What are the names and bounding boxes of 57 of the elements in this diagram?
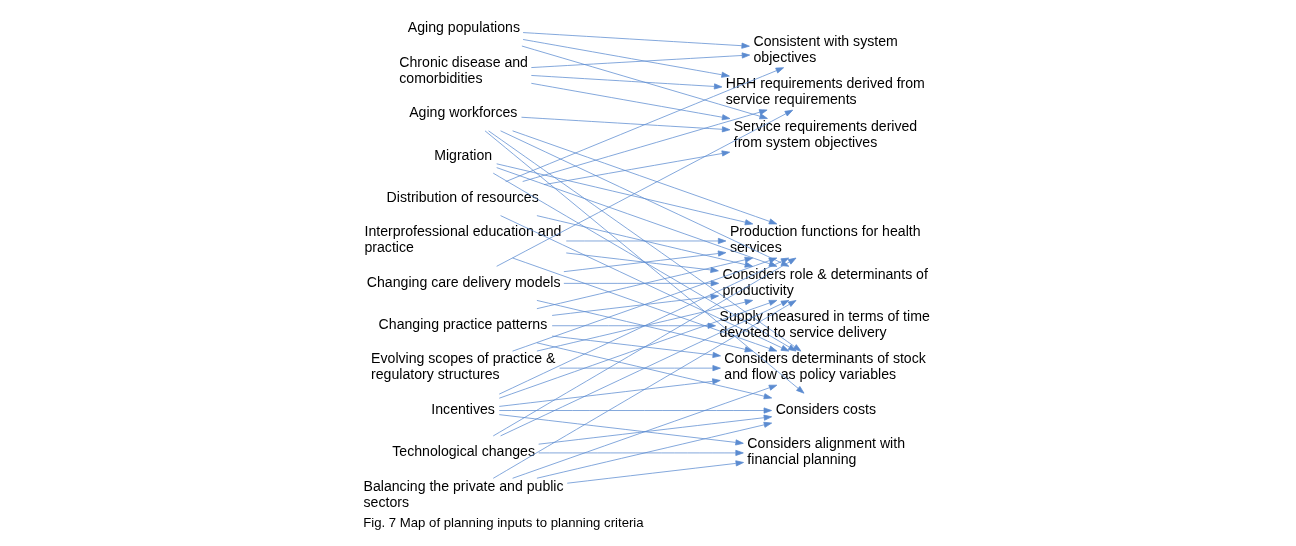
arrow — [543, 150, 731, 186]
arrow — [521, 116, 731, 133]
arrow — [512, 130, 778, 225]
arrow — [521, 45, 768, 120]
arrow — [522, 109, 768, 182]
arrow — [492, 172, 797, 352]
arrow — [512, 384, 778, 479]
arrow — [536, 215, 753, 268]
arrow — [536, 421, 773, 479]
node-text: Production functions for health services — [729, 223, 921, 256]
arrow — [505, 67, 784, 182]
node-text: HRH requirements derived from service requirements — [725, 75, 925, 108]
node-text: Considers role & determinants of productivity — [722, 265, 928, 298]
node-text: Consistent with system objectives — [753, 32, 898, 66]
node-text: Incentives — [431, 400, 495, 417]
node-text: Distribution of resources — [386, 188, 539, 205]
node-text: Considers determinants of stock and flow as policy variables — [724, 350, 926, 383]
node-text: Technological changes — [392, 443, 536, 460]
node-text: Aging populations — [407, 19, 520, 36]
arrow — [536, 342, 773, 400]
arrow — [551, 293, 719, 316]
node-text: Aging workforces — [409, 104, 518, 121]
node-text: Service requirements derived from system objectives — [733, 117, 918, 150]
arrow — [530, 75, 723, 90]
arrow — [492, 300, 797, 479]
node-text: Evolving scopes of practice & regulatory structures — [371, 350, 556, 383]
arrow — [496, 163, 754, 226]
arrow — [488, 130, 802, 352]
arrow — [484, 130, 805, 394]
arrow — [498, 378, 721, 407]
arrow — [559, 365, 721, 372]
arrow — [498, 407, 772, 414]
node-text: Changing care delivery models — [366, 273, 561, 290]
arrow — [538, 414, 773, 445]
node-text: Considers alignment with financial planning — [747, 435, 906, 468]
arrow — [522, 39, 730, 78]
arrow — [565, 237, 727, 244]
arrow — [498, 300, 778, 399]
arrow — [536, 256, 753, 310]
arrow — [530, 52, 751, 68]
arrow — [566, 460, 744, 484]
node-text: Interprofessional education and practice — [364, 223, 562, 256]
node-text: Migration — [434, 146, 493, 163]
arrow — [498, 414, 744, 446]
arrow — [500, 300, 790, 437]
arrow — [538, 449, 744, 456]
arrow — [563, 280, 719, 287]
caption: Fig. 7 Map of planning inputs to planning criteria — [363, 514, 644, 530]
node-text: Chronic disease and comorbidities — [399, 53, 528, 86]
arrow — [551, 335, 721, 358]
arrow — [551, 322, 716, 329]
arrow — [522, 32, 750, 49]
node-text: Supply measured in terms of time devoted to service delivery — [719, 308, 930, 341]
arrow — [530, 82, 731, 121]
node-text: Changing practice patterns — [378, 316, 548, 333]
node-text: Balancing the private and public sectors — [363, 477, 564, 510]
node-text: Considers costs — [775, 400, 877, 417]
